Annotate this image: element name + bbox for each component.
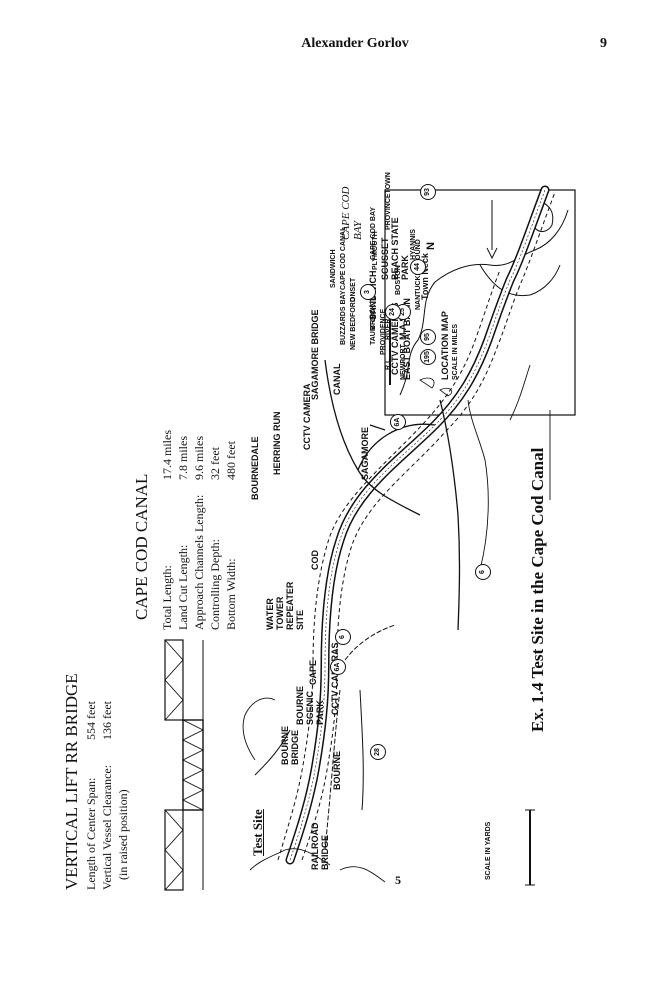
inset-cape-cod-canal-label: CAPE COD CANAL <box>340 226 347 290</box>
canal-info-label-approach: Approach Channels Length: <box>192 494 206 630</box>
route-shield-6-east: 6 <box>475 564 491 580</box>
canal-info-label-depth: Controlling Depth: <box>208 539 222 630</box>
herring-run-label: HERRING RUN <box>272 411 282 475</box>
road-southwest <box>254 689 364 811</box>
bridge-info-value-clearance: 136 feet <box>100 701 114 740</box>
route-shield-93: 93 <box>420 184 436 200</box>
inset-scale-miles-label: SCALE IN MILES <box>452 323 459 380</box>
inset-new-bedford-label: NEW BEDFORD <box>350 297 357 350</box>
cape-label: CAPE <box>308 659 318 685</box>
canal-info-value-approach: 9.6 miles <box>192 436 206 480</box>
cape-cod-bay-shoreline <box>467 364 551 571</box>
route-6-road <box>439 399 461 631</box>
inset-boston-label: BOSTON <box>395 265 402 295</box>
inset-river-label: RIVER <box>385 318 392 340</box>
route-shield-6: 6 <box>335 629 351 645</box>
canal-info-value-land-cut: 7.8 miles <box>176 436 190 480</box>
canal-info-value-width: 480 feet <box>224 441 238 480</box>
inset-location-map-title: LOCATION MAP <box>440 311 450 380</box>
canal-info-label-total-length: Total Length: <box>160 565 174 630</box>
canal-map-figure: VERTICAL LIFT RR BRIDGE Length of Center… <box>40 170 600 900</box>
inset-ri-label: R.I. <box>385 359 392 370</box>
route-shield-24: 24 <box>385 304 401 320</box>
running-header-page-number: 9 <box>600 36 607 51</box>
bridge-info-value-span: 554 feet <box>84 701 98 740</box>
canal-info-title: CAPE COD CANAL <box>132 473 151 620</box>
bourne-bridge-label: BOURNE BRIDGE <box>280 725 300 765</box>
map-graphics <box>164 185 576 891</box>
canal-info-label-land-cut: Land Cut Length: <box>176 544 190 630</box>
route-shield-6a: 6A <box>330 659 346 675</box>
bridge-info-label-span: Length of Center Span: <box>84 777 98 890</box>
inset-coastline <box>399 209 569 396</box>
route-shield-3: 3 <box>360 284 376 300</box>
cod-label: COD <box>310 550 320 570</box>
inset-newport-label: NEWPORT <box>400 344 407 380</box>
inset-cape-cod-bay-label: CAPE COD BAY <box>370 206 377 260</box>
buzzards-bay-shoreline <box>249 848 386 883</box>
bridge-info-note: (in raised position) <box>116 789 130 880</box>
railroad-bridge-label: RAILROAD BRIDGE <box>310 822 330 871</box>
route-shield-28: 28 <box>370 744 386 760</box>
canal-label: CANAL <box>332 363 342 396</box>
canal-info-label-width: Bottom Width: <box>224 558 238 630</box>
canal-info-value-depth: 32 feet <box>208 447 222 480</box>
route-shield-195: 195 <box>420 349 436 365</box>
scale-in-yards-label: SCALE IN YARDS <box>485 821 492 880</box>
inset-taunton-label: TAUNTON <box>370 311 377 345</box>
figure-caption: Ex. 1.4 Test Site in the Cape Cod Canal <box>528 447 547 732</box>
road-north <box>324 359 436 516</box>
canal-bank-west <box>277 269 501 861</box>
canal-info-value-total-length: 17.4 miles <box>160 430 174 480</box>
inset-cape-hook <box>534 199 554 233</box>
water-tower-label: WATER TOWER REPEATER SITE <box>265 581 305 630</box>
bourne-label: BOURNE <box>332 750 342 790</box>
bournedale-label: BOURNEDALE <box>250 436 260 500</box>
figure-footer-number: 5 <box>395 873 401 887</box>
bridge-info-label-clearance: Vertical Vessel Clearance: <box>100 764 114 890</box>
cctv-cameras-west-label: CCTV CAMERAS <box>330 642 340 715</box>
bridge-info-title: VERTICAL LIFT RR BRIDGE <box>62 673 81 890</box>
map-rotated-text-layer: VERTICAL LIFT RR BRIDGE Length of Center… <box>40 170 600 900</box>
inset-buzzards-bay-label: BUZZARDS BAY <box>340 290 347 345</box>
inset-provincetown-label: PROVINCETOWN <box>385 172 392 230</box>
inset-sandwich-label: SANDWICH <box>330 249 337 289</box>
running-header-author: Alexander Gorlov <box>301 36 409 51</box>
scenic-park-shore <box>242 697 276 761</box>
canal-bank-east <box>301 191 556 861</box>
route-shield-95: 95 <box>420 329 436 345</box>
sagamore-label: SAGAMORE <box>360 426 370 480</box>
sagamore-bridge-label: SAGAMORE BRIDGE <box>310 309 320 400</box>
north-arrowhead <box>486 247 498 260</box>
inset-islands <box>419 377 453 397</box>
railroad-line <box>324 624 396 851</box>
test-site-label: Test Site <box>250 809 265 856</box>
route-shield-6a-east: 6A <box>390 414 406 430</box>
vertical-lift-bridge-diagram <box>164 639 205 891</box>
cctv-camera-arrow <box>369 424 386 431</box>
route-shield-44: 44 <box>410 259 426 275</box>
inset-frame <box>384 189 576 416</box>
inset-north-label: N <box>425 242 437 250</box>
